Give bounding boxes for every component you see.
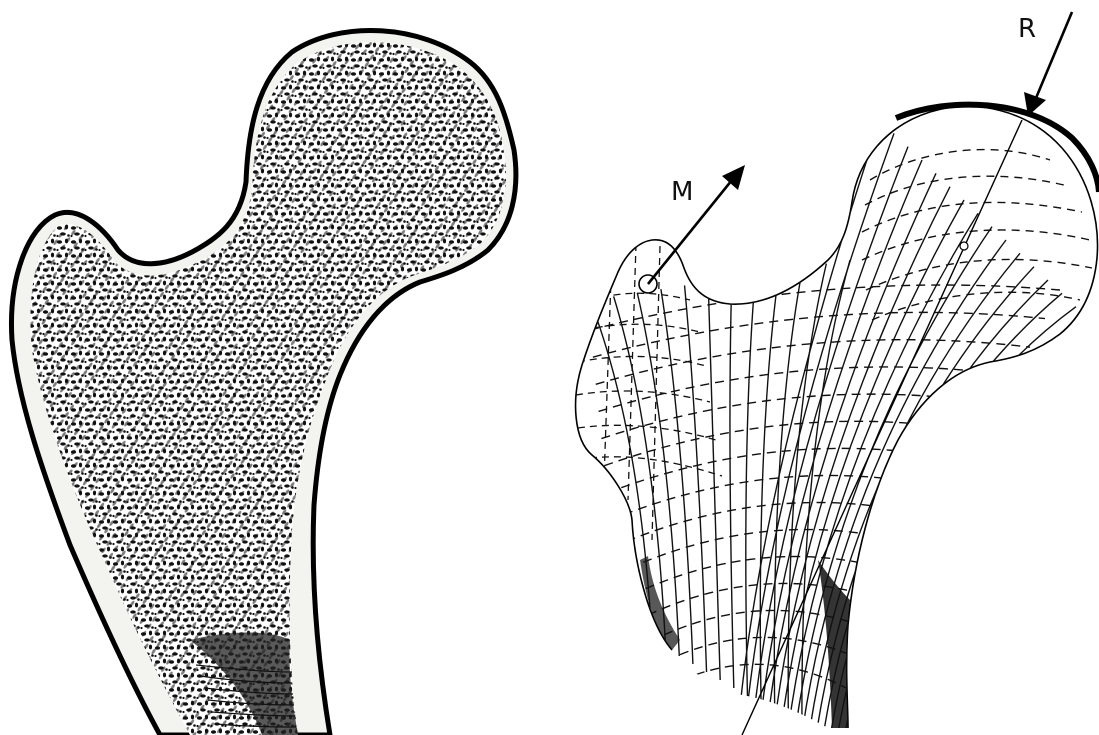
head-center-point [960, 242, 968, 250]
femur-trabecular-section [11, 30, 515, 735]
trabecular-orientation-texture [30, 42, 505, 735]
femur-stress-trajectory-diagram: M R [576, 12, 1099, 735]
muscle-force-label: M [671, 177, 693, 207]
joint-reaction-label: R [1018, 14, 1036, 44]
